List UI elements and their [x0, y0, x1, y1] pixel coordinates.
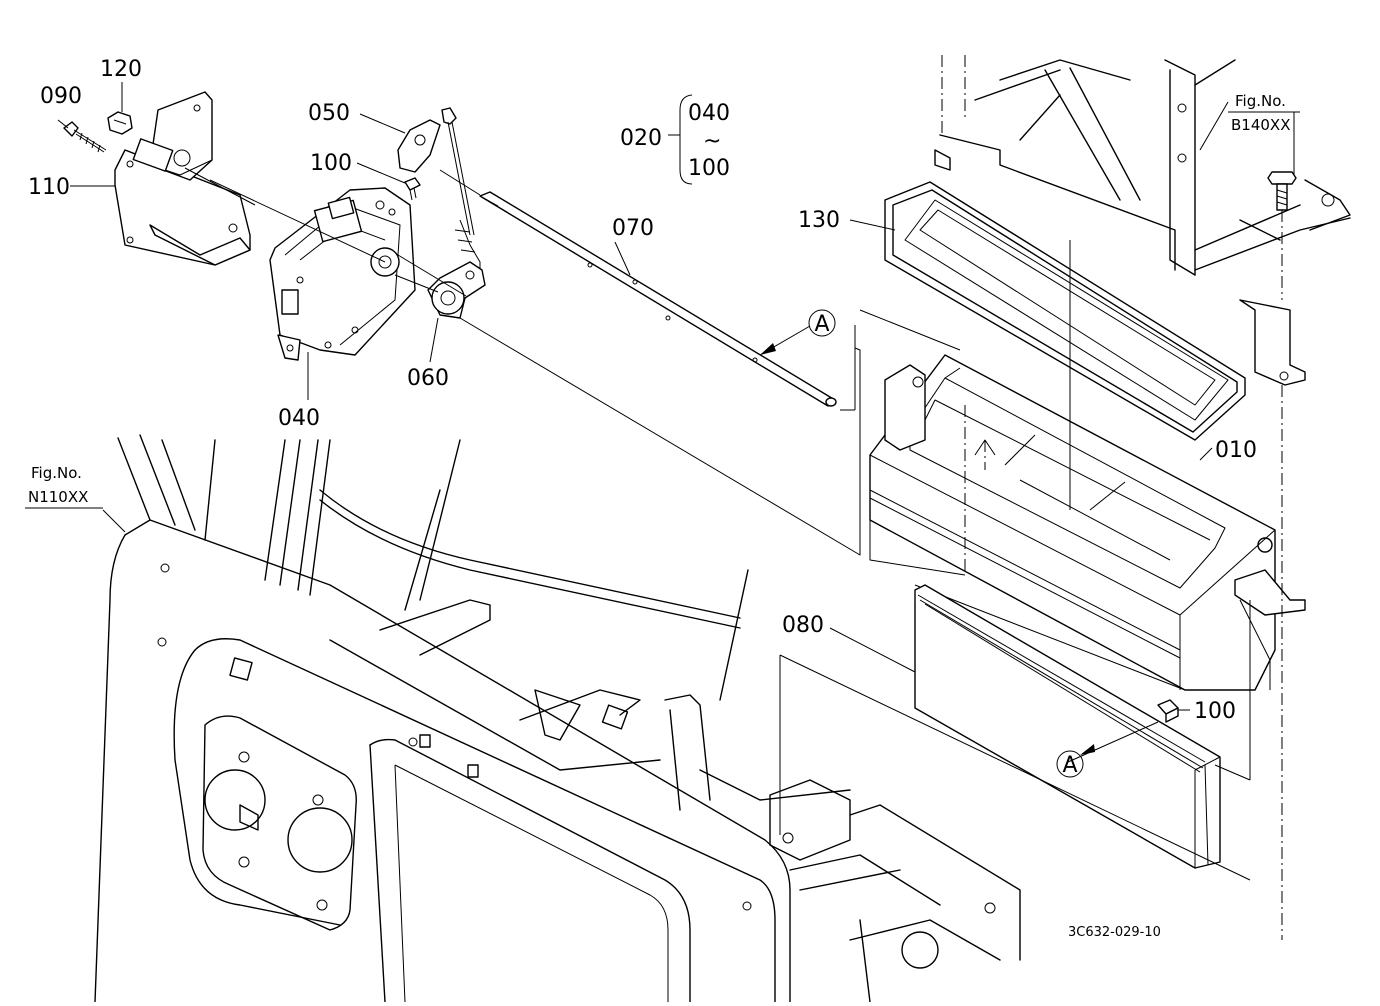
callout-050: 050	[308, 101, 350, 126]
callout-020: 020	[620, 126, 662, 151]
callout-110: 110	[28, 175, 70, 200]
reference-marker-a-lower-label: A	[1062, 753, 1077, 778]
leader-lines	[57, 82, 1295, 763]
reference-marker-a-lower	[1056, 750, 1084, 778]
part-050-lever	[397, 107, 481, 280]
callout-020-range-start: 040	[688, 101, 730, 126]
part-090-screw	[63, 121, 107, 153]
callout-100-upper: 100	[310, 151, 352, 176]
upper-frame	[934, 55, 1351, 386]
fig-ref-b140-number: B140XX	[1231, 116, 1290, 134]
callout-120: 120	[100, 57, 142, 82]
callout-100-lower: 100	[1194, 699, 1236, 724]
fig-ref-n110-number: N110XX	[28, 488, 88, 506]
callout-070: 070	[612, 216, 654, 241]
callout-130: 130	[798, 208, 840, 233]
callout-080: 080	[782, 613, 824, 638]
reference-marker-a-upper	[808, 309, 836, 337]
assembly-lines	[184, 167, 1283, 940]
part-100-screw-upper	[404, 177, 421, 201]
part-070-rod	[479, 191, 837, 407]
callout-010: 010	[1215, 438, 1257, 463]
callout-090: 090	[40, 84, 82, 109]
drawing-code: 3C632-029-10	[1068, 925, 1161, 940]
part-110-bracket	[114, 91, 251, 266]
part-120-bolt	[107, 111, 133, 135]
callout-060: 060	[407, 366, 449, 391]
fig-ref-b140-label: Fig.No.	[1235, 92, 1286, 110]
part-130-filter-frame	[884, 181, 1246, 441]
fig-ref-n110-label: Fig.No.	[31, 464, 82, 482]
callout-020-range-end: 100	[688, 156, 730, 181]
cab-frame	[94, 434, 1021, 1003]
part-010-housing	[869, 354, 1306, 691]
part-080-filter	[914, 584, 1221, 869]
callout-040: 040	[278, 406, 320, 431]
part-040-actuator	[269, 187, 416, 361]
callout-020-range-tilde: ~	[703, 129, 721, 154]
reference-marker-a-upper-label: A	[814, 312, 829, 337]
